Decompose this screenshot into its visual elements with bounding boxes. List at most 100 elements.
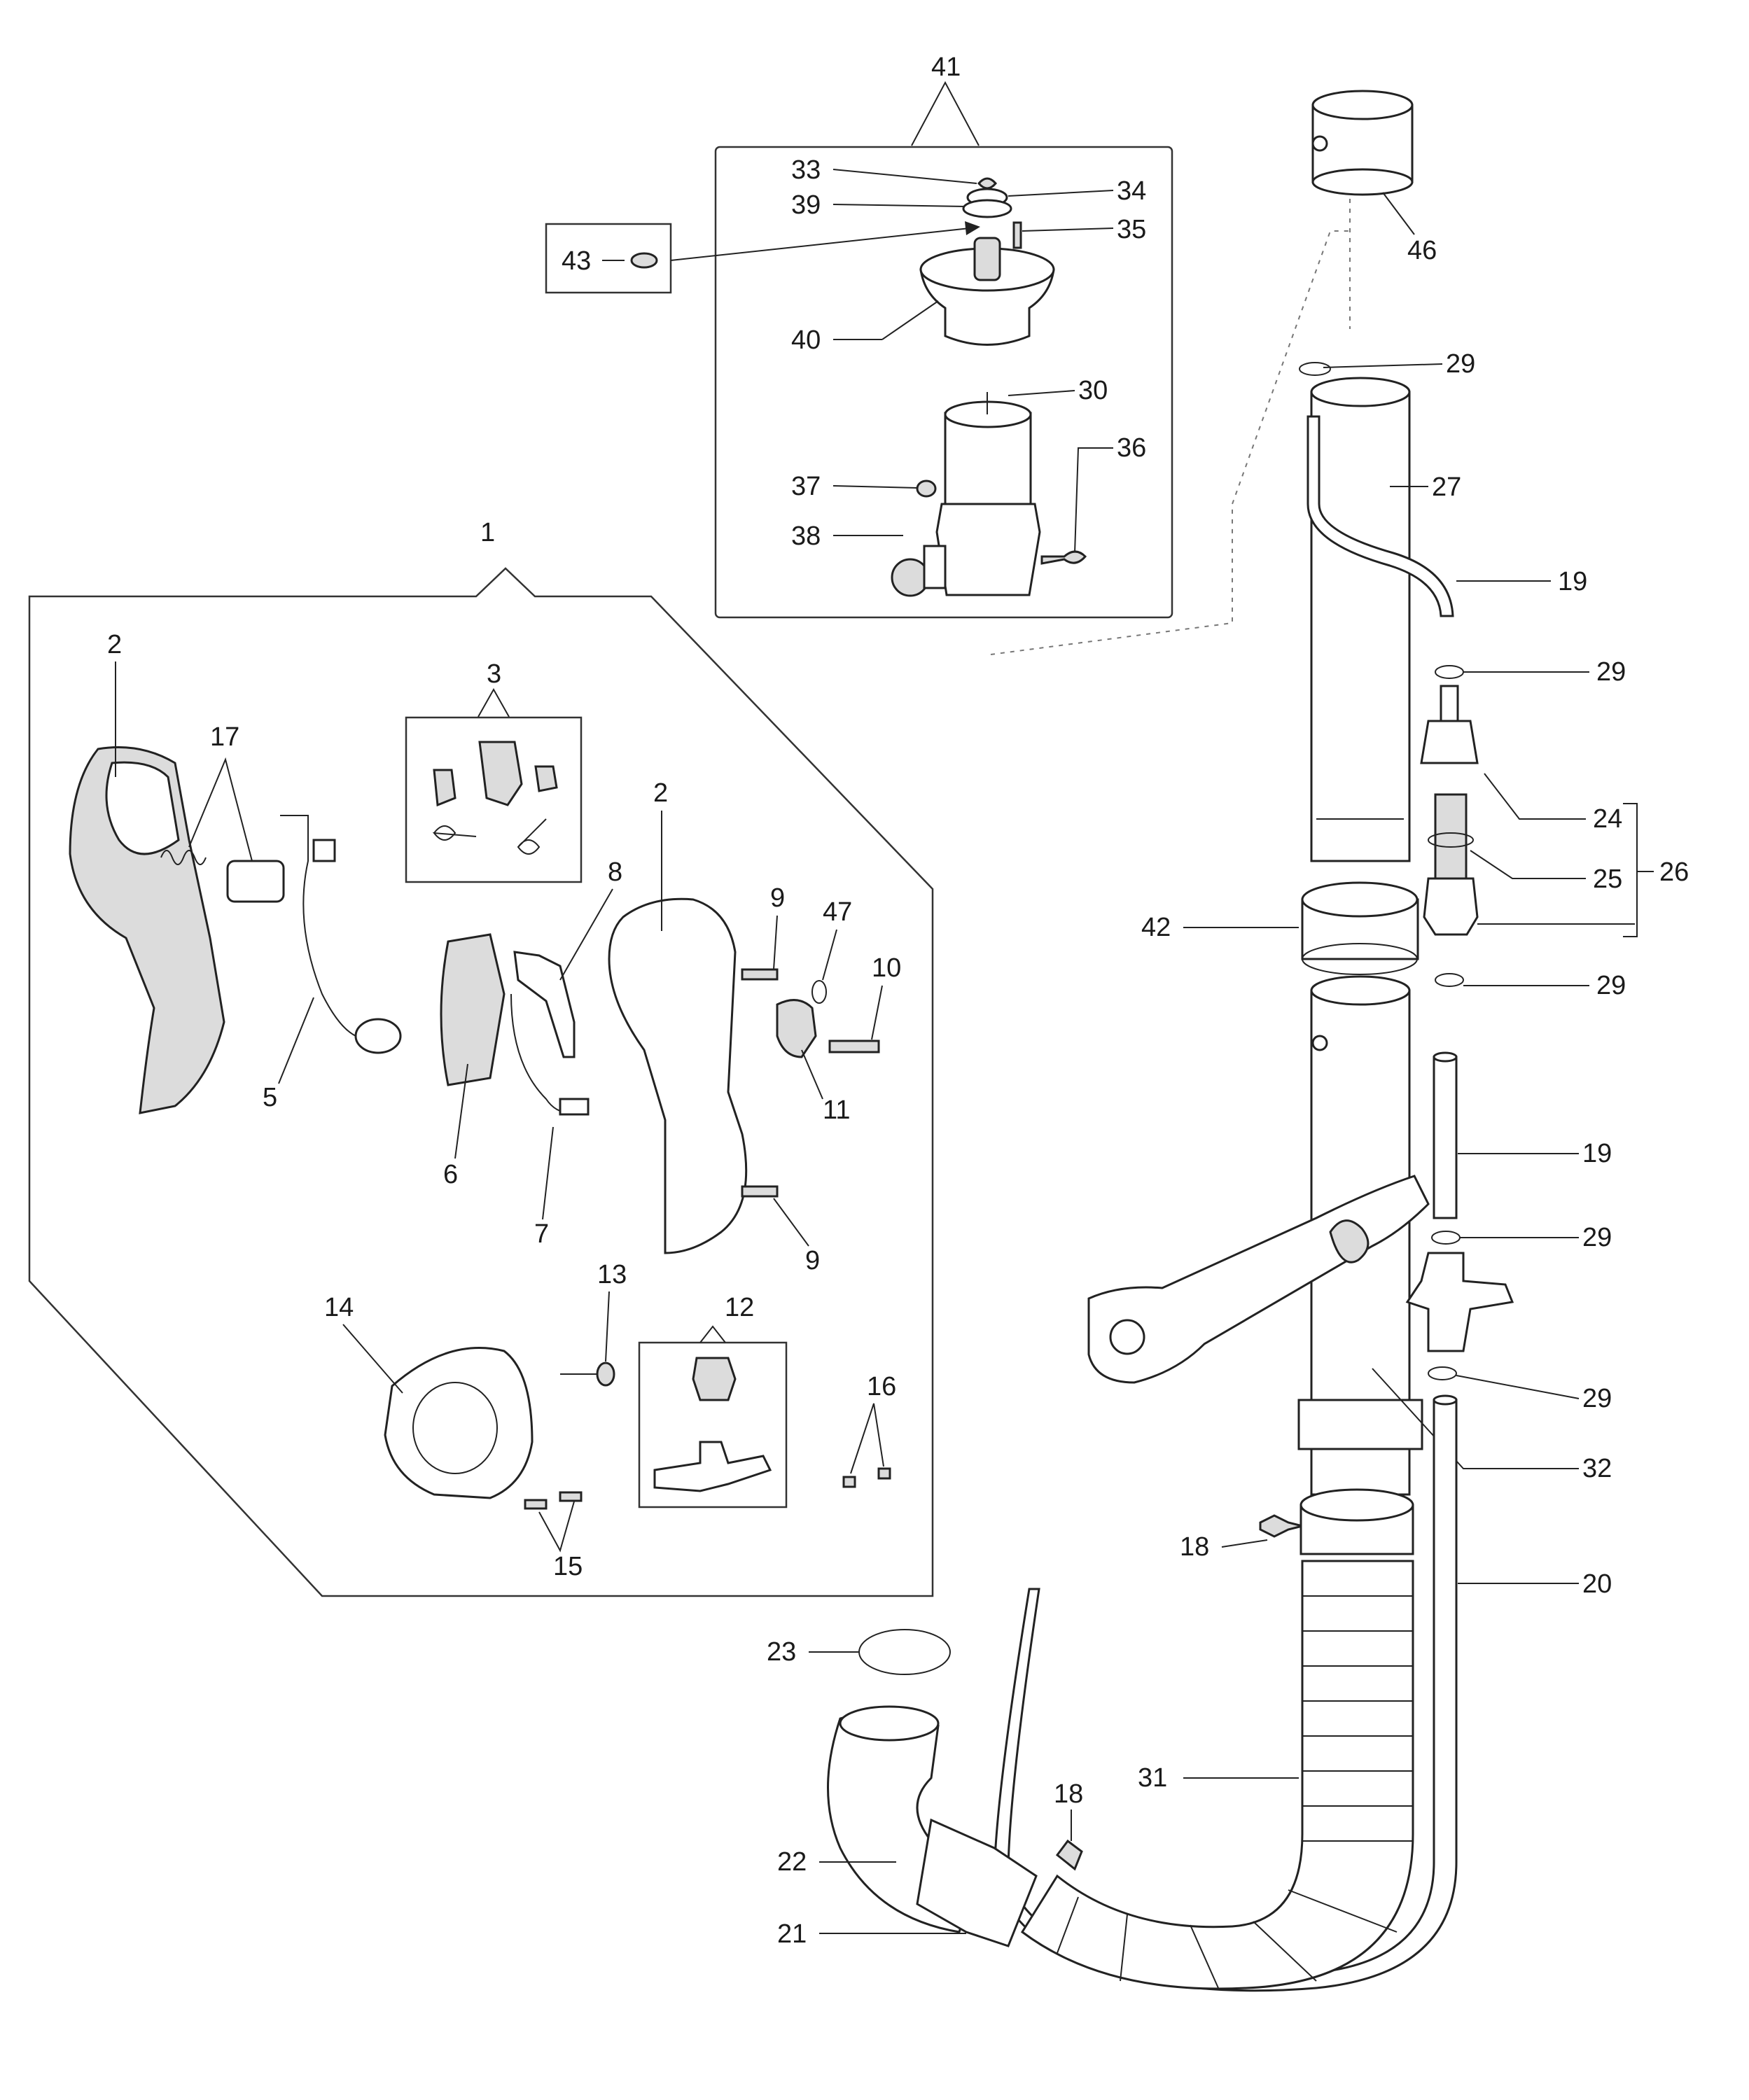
part-24-filter-housing xyxy=(1440,685,1459,722)
part-29-clip-mid xyxy=(1431,1231,1461,1245)
callout-36: 36 xyxy=(1117,433,1146,463)
part-42-ring-bottom xyxy=(1302,943,1418,975)
part-22-elbow-mouth xyxy=(839,1705,940,1742)
part-3-latch-c xyxy=(534,765,558,792)
leader-39 xyxy=(832,204,967,207)
leader-37 xyxy=(832,485,918,489)
part-19-hose-upper xyxy=(1306,415,1454,617)
part-27-upper-tube xyxy=(1310,391,1411,862)
part-12-switch xyxy=(692,1357,737,1401)
part-12-bracket xyxy=(699,1325,726,1343)
leader-30 xyxy=(1008,390,1075,396)
part-9-screw-lower xyxy=(741,1185,779,1198)
bracket-26 xyxy=(1623,803,1638,937)
part-3-latch-b xyxy=(478,741,523,806)
callout-39: 39 xyxy=(791,190,821,220)
part-29-clip-top xyxy=(1299,362,1331,376)
part-5-plug xyxy=(354,1018,402,1054)
leader-10 xyxy=(871,985,883,1040)
callout-29-top: 29 xyxy=(1446,349,1475,379)
callout-7: 7 xyxy=(534,1219,549,1249)
part-18-screw-upper xyxy=(1259,1514,1303,1538)
callout-19-upper: 19 xyxy=(1558,567,1587,596)
part-3-spring-a xyxy=(432,825,477,841)
part-17-spring xyxy=(160,850,207,865)
callout-10: 10 xyxy=(872,953,901,983)
callout-38: 38 xyxy=(791,522,821,551)
part-43-nut xyxy=(630,252,658,269)
leader-9-upper xyxy=(773,915,778,970)
part-2-left-housing xyxy=(69,746,225,1114)
part-24-filter-cup xyxy=(1420,720,1479,764)
leader-13 xyxy=(605,1291,610,1362)
callout-23: 23 xyxy=(767,1637,796,1667)
callout-11: 11 xyxy=(823,1096,850,1125)
callout-37: 37 xyxy=(791,472,821,501)
part-31-hose-clamp-top xyxy=(1299,1488,1414,1522)
leader-18-upper xyxy=(1221,1539,1268,1548)
callout-17: 17 xyxy=(210,722,239,752)
leader-25 xyxy=(1470,850,1586,879)
part-29-clip-filter-top xyxy=(1435,665,1464,679)
part-17-trigger-block xyxy=(226,860,285,903)
callout-42: 42 xyxy=(1141,913,1171,942)
part-13-pin-head xyxy=(596,1362,615,1387)
alignment-line-diag xyxy=(990,230,1351,655)
leader-33 xyxy=(832,169,977,184)
callout-47: 47 xyxy=(823,897,852,927)
callout-18-lower: 18 xyxy=(1054,1779,1083,1809)
leader-14 xyxy=(342,1324,403,1394)
callout-33: 33 xyxy=(791,155,821,185)
part-23-o-ring xyxy=(858,1629,951,1675)
part-5-connector xyxy=(312,839,336,862)
part-15-screw-b xyxy=(559,1491,583,1502)
callout-26: 26 xyxy=(1659,858,1689,887)
arrow-43-to-35 xyxy=(670,227,970,261)
part-3-spring-b xyxy=(517,818,547,855)
callout-5: 5 xyxy=(263,1083,277,1112)
callout-29-filter-top: 29 xyxy=(1596,657,1626,687)
assembly-1-frame xyxy=(28,567,934,1597)
part-47-o-ring xyxy=(811,980,827,1004)
part-39-disc xyxy=(962,199,1012,218)
part-31-corrugations xyxy=(1057,1595,1413,1989)
part-26-filter-base xyxy=(1423,877,1479,936)
leader-6 xyxy=(454,1063,468,1159)
part-46-cap-bottom xyxy=(1311,168,1414,196)
part-40-center-post xyxy=(973,237,1001,281)
part-42-ring-top xyxy=(1301,881,1419,918)
arrow-head-43 xyxy=(965,221,980,235)
callout-9-upper: 9 xyxy=(770,883,785,913)
part-46-cap-top xyxy=(1311,90,1414,120)
callout-20: 20 xyxy=(1582,1569,1612,1599)
part-6-trigger xyxy=(440,933,506,1086)
callout-41: 41 xyxy=(931,52,961,82)
leader-32 xyxy=(1372,1368,1579,1469)
callout-2-right: 2 xyxy=(653,778,668,808)
part-32-wing-knob xyxy=(1329,1219,1370,1264)
leader-16 xyxy=(850,1403,884,1474)
part-46-pin xyxy=(1311,135,1328,152)
callout-40: 40 xyxy=(791,326,821,355)
callout-12: 12 xyxy=(725,1293,754,1322)
callout-8: 8 xyxy=(608,858,622,887)
callout-13: 13 xyxy=(597,1260,627,1289)
part-29-clip-filter-bottom xyxy=(1435,973,1464,987)
part-10-screw xyxy=(828,1040,880,1054)
callout-27: 27 xyxy=(1432,472,1461,502)
part-7-end xyxy=(559,1098,590,1116)
part-3-kit-frame xyxy=(405,716,583,883)
leader-29-lower xyxy=(1456,1375,1580,1399)
callout-32: 32 xyxy=(1582,1454,1612,1483)
part-2-right-housing xyxy=(608,897,748,1254)
callout-14: 14 xyxy=(324,1293,354,1322)
part-29-clip-lower xyxy=(1428,1366,1457,1380)
callout-6: 6 xyxy=(443,1160,458,1189)
part-14-clamp xyxy=(384,1347,534,1499)
part-21-connector xyxy=(916,1818,1038,1947)
part-11-knob xyxy=(776,999,817,1058)
part-19-hose-lower xyxy=(1433,1056,1458,1219)
part-35-screw xyxy=(1012,221,1022,249)
part-19-hose-lower-top xyxy=(1433,1051,1458,1063)
leader-8 xyxy=(559,888,613,981)
